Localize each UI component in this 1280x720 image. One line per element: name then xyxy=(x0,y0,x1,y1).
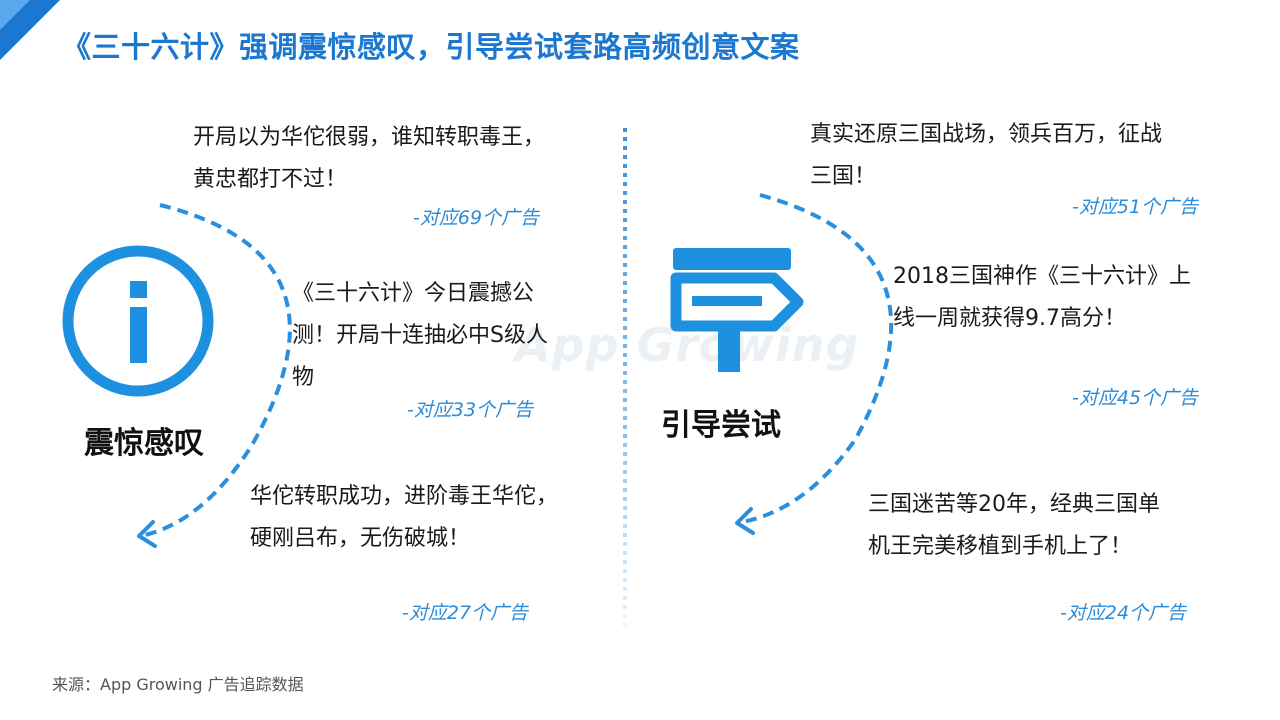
info-icon xyxy=(62,245,214,397)
ad-count: -对应45个广告 xyxy=(1072,387,1199,409)
signpost-icon xyxy=(670,248,804,372)
copy-line: 华佗转职成功，进阶毒王华佗， xyxy=(250,484,559,509)
copy-line: 机王完美移植到手机上了！ xyxy=(868,534,1133,559)
right-arrowhead xyxy=(735,507,755,535)
copy-line: 真实还原三国战场，领兵百万，征战 xyxy=(810,122,1163,147)
category-label-try: 引导尝试 xyxy=(661,408,781,443)
ad-count: -对应24个广告 xyxy=(1060,602,1187,624)
category-label-shock: 震惊感叹 xyxy=(84,426,204,461)
copy-text-block: 开局以为华佗很弱，谁知转职毒王， 黄忠都打不过！ xyxy=(193,117,545,201)
ad-count: -对应69个广告 xyxy=(413,207,540,229)
ad-count: -对应33个广告 xyxy=(407,399,534,421)
left-arrowhead xyxy=(137,520,157,548)
copy-text-block: 真实还原三国战场，领兵百万，征战 三国！ xyxy=(810,114,1162,198)
copy-text-block: 2018三国神作《三十六计》上 线一周就获得9.7高分！ xyxy=(893,256,1191,340)
copy-text-block: 华佗转职成功，进阶毒王华佗， 硬刚吕布，无伤破城！ xyxy=(250,476,558,560)
ad-count: -对应51个广告 xyxy=(1072,196,1199,218)
copy-line: 2018三国神作《三十六计》上 xyxy=(893,264,1191,289)
corner-decoration xyxy=(0,0,60,60)
copy-line: 物 xyxy=(292,365,315,390)
copy-line: 三国迷苦等20年，经典三国单 xyxy=(868,492,1160,517)
source-note: 来源：App Growing 广告追踪数据 xyxy=(52,675,304,694)
copy-line: 线一周就获得9.7高分！ xyxy=(893,306,1126,331)
ad-count: -对应27个广告 xyxy=(402,602,529,624)
copy-line: 三国！ xyxy=(810,164,877,189)
copy-line: 黄忠都打不过！ xyxy=(193,167,348,192)
center-divider xyxy=(623,128,627,633)
copy-text-block: 三国迷苦等20年，经典三国单 机王完美移植到手机上了！ xyxy=(868,484,1160,568)
copy-line: 硬刚吕布，无伤破城！ xyxy=(250,526,471,551)
page-title: 《三十六计》强调震惊感叹，引导尝试套路高频创意文案 xyxy=(62,30,800,64)
copy-line: 《三十六计》今日震撼公 xyxy=(292,281,535,306)
copy-text-block: 《三十六计》今日震撼公 测！开局十连抽必中S级人 物 xyxy=(292,273,548,399)
copy-line: 开局以为华佗很弱，谁知转职毒王， xyxy=(193,125,546,150)
copy-line: 测！开局十连抽必中S级人 xyxy=(292,323,548,348)
